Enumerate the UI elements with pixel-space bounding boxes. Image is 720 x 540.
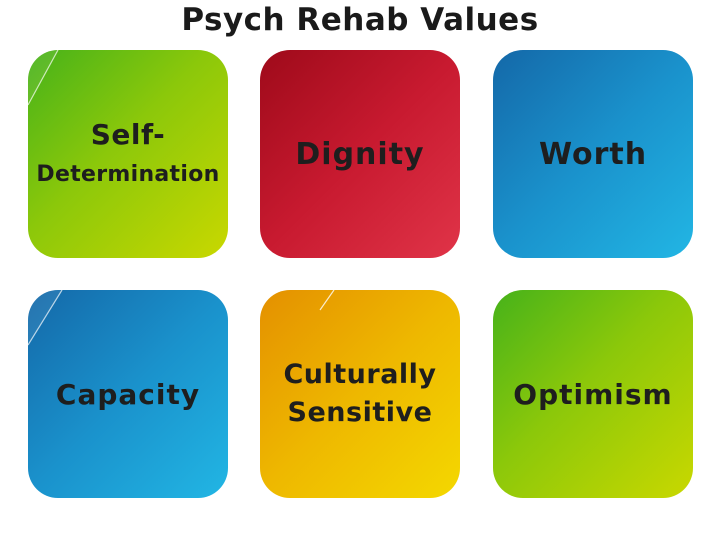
tile-self-determination: Self- Determination	[28, 50, 228, 258]
tile-label-line1: Self-	[90, 118, 166, 151]
tile-label-line1: Culturally	[283, 359, 437, 390]
tile-dignity: Dignity	[260, 50, 460, 258]
tile-label: Worth	[538, 136, 648, 172]
tile-label: Dignity	[295, 136, 425, 172]
tile-capacity: Capacity	[28, 290, 228, 498]
tile-label-line2: Sensitive	[287, 397, 433, 428]
tile-label-group: Culturally Sensitive	[260, 290, 460, 498]
tile-culturally-sensitive: Culturally Sensitive	[260, 290, 460, 498]
page-title: Psych Rehab Values	[181, 2, 539, 38]
tile-label-line2: Determination	[36, 162, 220, 187]
tile-worth: Worth	[493, 50, 693, 258]
tile-optimism: Optimism	[493, 290, 693, 498]
tile-label: Capacity	[55, 377, 201, 411]
tile-label: Optimism	[513, 377, 673, 411]
